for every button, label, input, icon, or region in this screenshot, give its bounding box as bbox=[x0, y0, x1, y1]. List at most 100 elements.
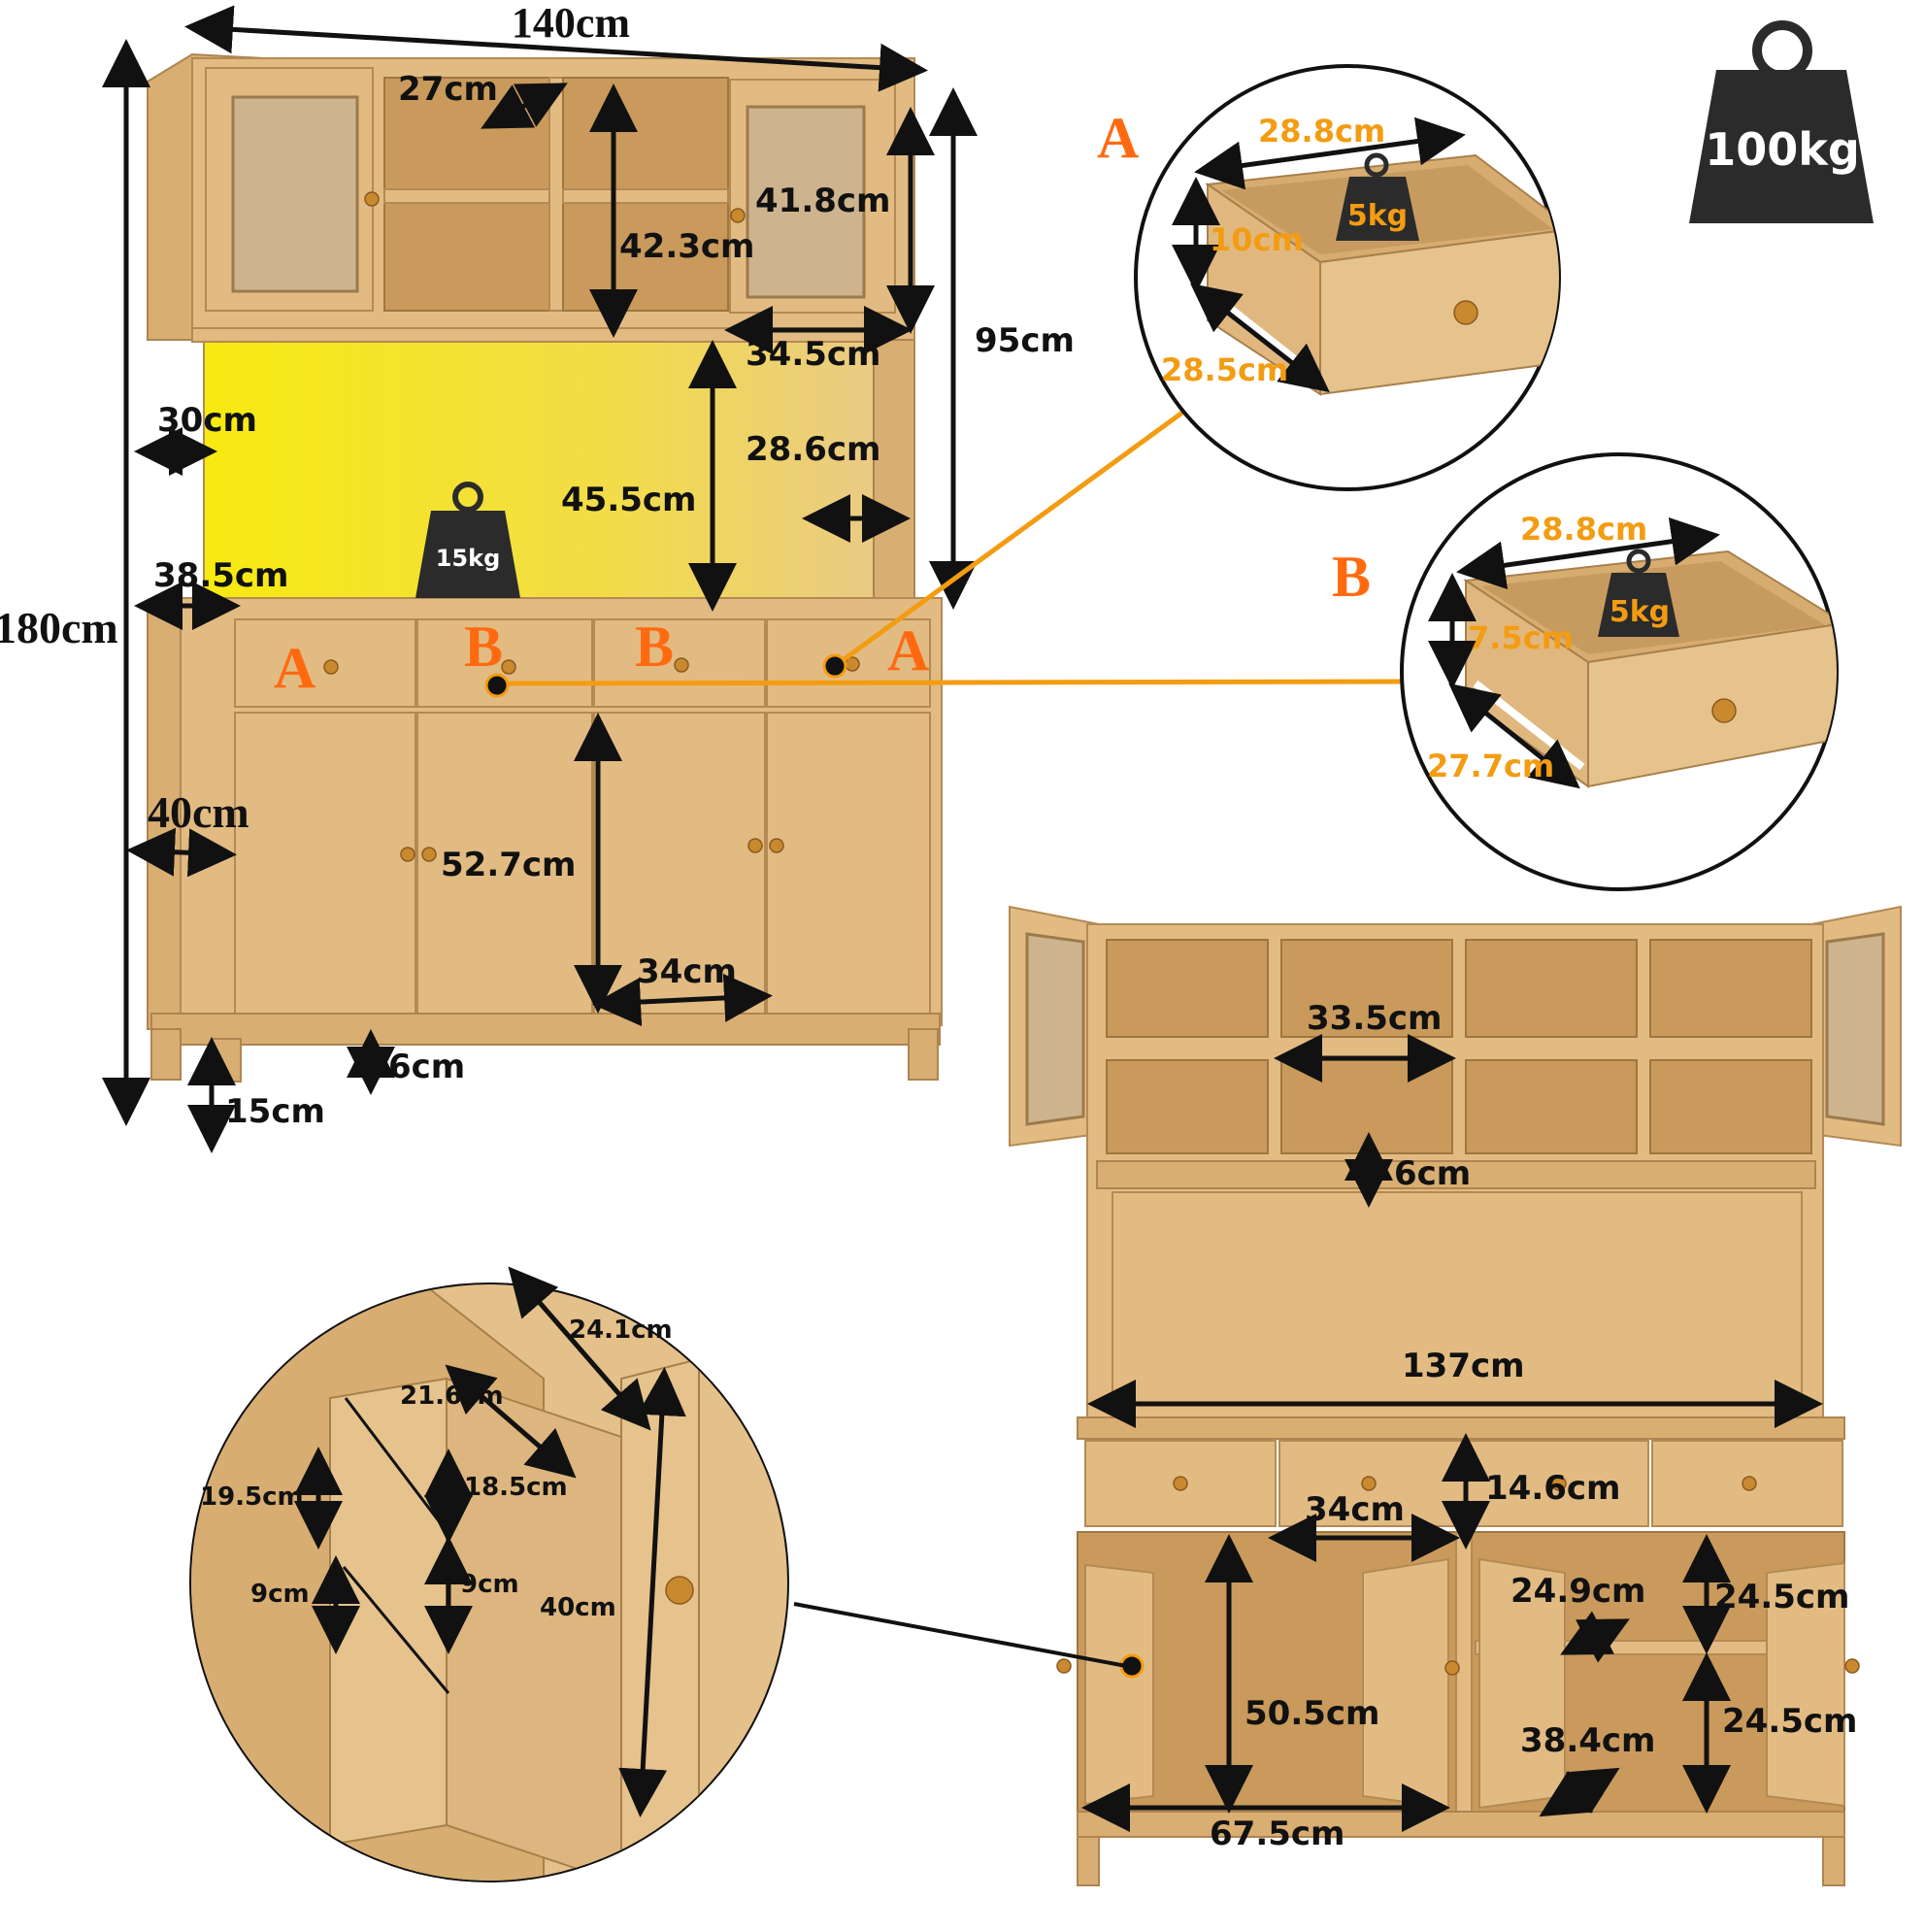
leg bbox=[1077, 1836, 1100, 1886]
door-4 bbox=[766, 712, 931, 1024]
detail-door-height-arrow bbox=[618, 1367, 686, 1817]
open-door bbox=[1084, 1563, 1154, 1806]
lower-compartment-label: 24.5cm bbox=[1722, 1702, 1857, 1741]
glass-pane-right bbox=[746, 105, 866, 299]
shelf-width-arrow bbox=[445, 1364, 577, 1479]
drawer-b-depth-arrow bbox=[1448, 683, 1580, 789]
connector-b bbox=[496, 679, 1405, 686]
door-3 bbox=[593, 712, 766, 1024]
knob bbox=[1844, 1658, 1860, 1674]
counter-top bbox=[1077, 1416, 1845, 1440]
glass-pane-left bbox=[231, 95, 359, 293]
counter-weight-icon: 15kg bbox=[415, 482, 520, 598]
base-rail-label: 6cm bbox=[388, 1048, 465, 1086]
front-shelf-rail bbox=[1096, 1160, 1816, 1189]
knob bbox=[747, 838, 763, 853]
drawer-label-b-right: B bbox=[635, 615, 674, 679]
glass-height-label: 41.8cm bbox=[755, 182, 890, 220]
cabinet-width-label: 67.5cm bbox=[1210, 1815, 1344, 1853]
cubby bbox=[1649, 939, 1812, 1038]
knob bbox=[1444, 1660, 1460, 1676]
back-panel bbox=[1112, 1191, 1803, 1405]
upper-height-label: 19.5cm bbox=[200, 1482, 304, 1512]
drawer-label-a-left: A bbox=[274, 636, 315, 700]
door-detail-callout: 24.1cm 21.6cm 19.5cm 18.5cm 9cm 9cm 40cm bbox=[189, 1266, 789, 1882]
knob bbox=[1361, 1476, 1377, 1491]
drawer-b-load-label: 5kg bbox=[1610, 595, 1670, 629]
cubby bbox=[1280, 939, 1453, 1038]
cubby bbox=[1465, 939, 1638, 1038]
shelf-width-label: 21.6cm bbox=[400, 1382, 504, 1411]
leg-height-label: 15cm bbox=[225, 1092, 325, 1131]
center-divider bbox=[1455, 1531, 1473, 1815]
drawer-b-callout: B 28.8cm 7.5cm 27.7cm 5kg bbox=[1332, 452, 1839, 891]
knob bbox=[421, 847, 437, 862]
knob bbox=[730, 208, 746, 223]
cubby bbox=[1106, 1059, 1269, 1154]
open-door bbox=[1766, 1561, 1845, 1808]
led-recess bbox=[203, 334, 894, 608]
lower-depth-label: 38.4cm bbox=[1520, 1721, 1655, 1760]
detail-connector bbox=[793, 1602, 1127, 1668]
main-dimension-lines bbox=[102, 5, 978, 1153]
door-width-arrow bbox=[592, 973, 773, 1027]
base-rail bbox=[150, 1013, 941, 1046]
drawer-b-letter: B bbox=[1332, 545, 1371, 609]
front-view-dimension-lines bbox=[1081, 1034, 1823, 1832]
total-width-label: 140cm bbox=[512, 0, 630, 47]
front-base-rail bbox=[1077, 1811, 1845, 1838]
cubby bbox=[1280, 1059, 1453, 1154]
cubby bbox=[1465, 1059, 1638, 1154]
drawer-a-load-label: 5kg bbox=[1347, 199, 1408, 233]
drawer-a-height-label: 10cm bbox=[1210, 221, 1304, 258]
lower-rail-label: 9cm bbox=[460, 1570, 519, 1599]
drawer-label-b-left: B bbox=[464, 615, 503, 679]
knob bbox=[1056, 1658, 1072, 1674]
front-view-dimension-labels: 33.5cm 6cm 137cm 14.6cm 34cm 24.9cm 24.5… bbox=[1210, 999, 1857, 1853]
drawer-width-label: 34cm bbox=[1305, 1490, 1405, 1529]
cubby-height-label: 42.3cm bbox=[619, 227, 754, 266]
cubby-shelf bbox=[562, 188, 729, 204]
hutch-depth-label: 30cm bbox=[157, 401, 257, 440]
lower-height-label: 9cm bbox=[250, 1580, 310, 1609]
door-width-label: 34cm bbox=[637, 952, 737, 991]
door-1 bbox=[234, 712, 416, 1024]
side-depth-arrow bbox=[126, 827, 237, 878]
glass-width-label: 34.5cm bbox=[746, 335, 880, 374]
side-shelf-label: 28.6cm bbox=[746, 430, 880, 469]
drawer-a-width-arrow bbox=[1194, 117, 1466, 190]
side-depth-label: 40cm bbox=[148, 787, 249, 837]
upper-rail-label: 18.5cm bbox=[464, 1473, 568, 1502]
cabinet-height-label: 50.5cm bbox=[1245, 1694, 1379, 1733]
cubby bbox=[1106, 939, 1269, 1038]
door-2 bbox=[416, 712, 593, 1024]
open-door bbox=[1362, 1557, 1449, 1810]
counter-load-label: 15kg bbox=[436, 545, 501, 572]
door-height-label: 52.7cm bbox=[441, 846, 576, 884]
total-load-weight-icon: 100kg bbox=[1689, 20, 1874, 223]
callout-dot-b bbox=[484, 673, 510, 698]
knob bbox=[501, 659, 516, 675]
knob bbox=[364, 191, 380, 207]
knob bbox=[674, 657, 689, 673]
hutch-height-label: 95cm bbox=[975, 321, 1075, 360]
knob bbox=[400, 847, 415, 862]
glass-pane bbox=[1825, 932, 1885, 1126]
drawer-a-depth-arrow bbox=[1190, 283, 1330, 393]
inner-width-label: 137cm bbox=[1402, 1347, 1525, 1385]
drawer-a-weight-icon: 5kg bbox=[1336, 152, 1419, 241]
knob bbox=[769, 838, 784, 853]
drawer-a-callout: A 28.8cm 10cm 28.5cm 5kg bbox=[1097, 64, 1561, 491]
total-load-label: 100kg bbox=[1705, 123, 1860, 176]
drawer-b-width-arrow bbox=[1456, 516, 1720, 590]
detail-door-height-label: 40cm bbox=[540, 1593, 616, 1622]
main-cabinet: 15kg bbox=[147, 52, 943, 1083]
lower-depth-arrow bbox=[1539, 1767, 1620, 1817]
total-height-label: 180cm bbox=[0, 603, 118, 652]
drawer-b-depth-label: 27.7cm bbox=[1427, 748, 1554, 784]
cubby-shelf bbox=[383, 188, 550, 204]
drawer-label-a-right: A bbox=[887, 618, 929, 683]
cubby-depth-arrow bbox=[481, 83, 568, 129]
leg bbox=[150, 1028, 182, 1081]
drawer-b-width-label: 28.8cm bbox=[1520, 511, 1647, 548]
